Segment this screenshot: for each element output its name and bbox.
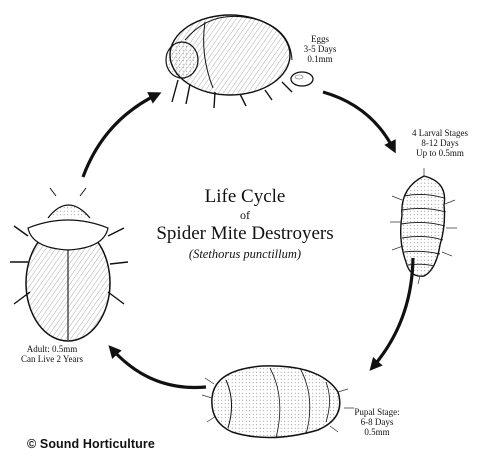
scientific-name: (Stethorus punctillum)	[130, 247, 360, 261]
copyright-text: © Sound Horticulture	[27, 437, 155, 451]
arrow-larva-to-pupa	[372, 258, 413, 368]
pupa-illustration	[202, 366, 354, 438]
larva-duration: 8-12 Days	[404, 138, 476, 148]
title-line2: of	[130, 209, 360, 222]
arrow-eggs-to-larva	[323, 92, 394, 150]
pupa-name: Pupal Stage:	[346, 407, 408, 417]
larva-label: 4 Larval Stages 8-12 Days Up to 0.5mm	[404, 128, 476, 158]
adult-label: Adult: 0.5mm Can Live 2 Years	[14, 344, 90, 364]
egg-illustration	[291, 72, 313, 86]
arrow-adult-to-eggs	[83, 94, 158, 177]
eggs-label: Eggs 3-5 Days 0.1mm	[300, 34, 340, 64]
title-line1: Life Cycle	[130, 187, 360, 207]
adult-beetle-top-illustration	[166, 15, 292, 108]
pupa-size: 0.5mm	[346, 427, 408, 437]
adult-size: Adult: 0.5mm	[14, 344, 90, 354]
pupa-duration: 6-8 Days	[346, 417, 408, 427]
larva-illustration	[390, 168, 457, 284]
arrow-pupa-to-adult	[111, 348, 206, 388]
eggs-name: Eggs	[300, 34, 340, 44]
adult-beetle-left-illustration	[10, 188, 128, 341]
pupa-label: Pupal Stage: 6-8 Days 0.5mm	[346, 407, 408, 437]
larva-size: Up to 0.5mm	[404, 148, 476, 158]
title-line3: Spider Mite Destroyers	[130, 224, 360, 244]
eggs-duration: 3-5 Days	[300, 44, 340, 54]
larva-name: 4 Larval Stages	[404, 128, 476, 138]
eggs-size: 0.1mm	[300, 54, 340, 64]
adult-lifespan: Can Live 2 Years	[14, 354, 90, 364]
